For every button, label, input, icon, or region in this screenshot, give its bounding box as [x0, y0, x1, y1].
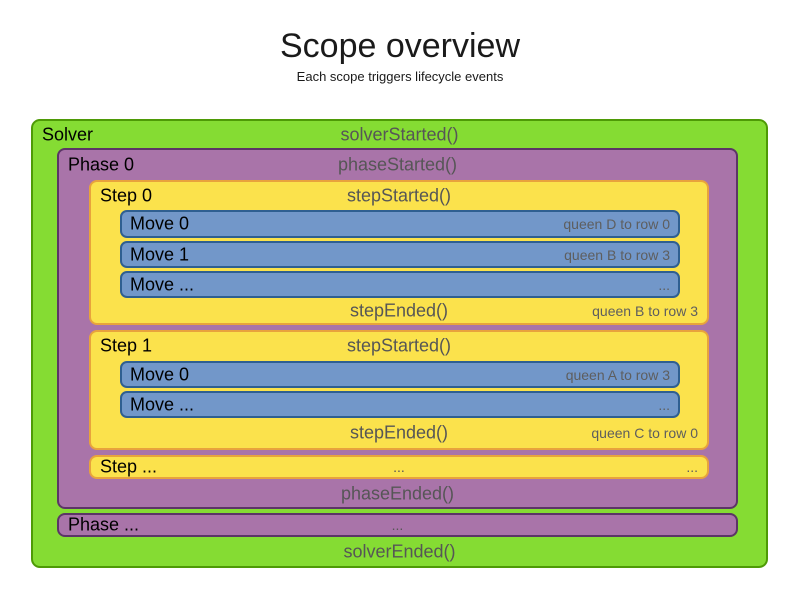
step-0-scope-box: Step 0 stepStarted() Move 0 queen D to r… [89, 180, 709, 325]
move-label: Move 0 [130, 213, 190, 234]
phase-0-footer-row: phaseEnded() [59, 480, 736, 507]
phase-0-scope-box: Phase 0 phaseStarted() Step 0 stepStarte… [57, 148, 738, 509]
step-0-header-row: Step 0 stepStarted() [91, 182, 707, 210]
step-1-header-row: Step 1 stepStarted() [91, 332, 707, 360]
solver-scope-box: Solver solverStarted() Phase 0 phaseStar… [31, 119, 768, 568]
step-0-ended-note: queen B to row 3 [592, 302, 698, 319]
solver-started-event: solverStarted() [340, 124, 459, 144]
step-ellipsis-center-dots: ... [393, 459, 405, 475]
step-0-move-1-box: Move 1 queen B to row 3 [120, 241, 680, 268]
step-1-footer-row: stepEnded() queen C to row 0 [91, 418, 707, 448]
phase-0-header-row: Phase 0 phaseStarted() [59, 150, 736, 180]
step-ellipsis-scope-box: Step ... ... ... [89, 455, 709, 479]
phase-0-ended-event: phaseEnded() [340, 483, 455, 503]
step-0-started-event: stepStarted() [346, 185, 452, 206]
move-label: Move 1 [130, 244, 190, 264]
step-0-move-0-box: Move 0 queen D to row 0 [120, 210, 680, 238]
step-1-ended-event: stepEnded() [349, 422, 449, 443]
move-note: queen D to row 0 [563, 216, 670, 232]
step-1-scope-box: Step 1 stepStarted() Move 0 queen A to r… [89, 330, 709, 450]
solver-header-row: Solver solverStarted() [33, 121, 766, 148]
move-label: Move ... [130, 274, 195, 294]
phase-ellipsis-label: Phase ... [68, 514, 140, 535]
step-1-ended-note: queen C to row 0 [591, 425, 698, 441]
step-0-move-ellipsis-box: Move ... ... [120, 271, 680, 298]
solver-footer-row: solverEnded() [33, 537, 766, 566]
step-0-label: Step 0 [100, 185, 153, 206]
step-ellipsis-row: Step ... ... ... [91, 457, 707, 477]
step-1-label: Step 1 [100, 335, 153, 356]
solver-ended-event: solverEnded() [343, 541, 456, 561]
page-subtitle: Each scope triggers lifecycle events [296, 69, 504, 84]
phase-0-started-event: phaseStarted() [337, 154, 458, 175]
step-ellipsis-label: Step ... [100, 456, 158, 477]
move-note: queen B to row 3 [564, 246, 670, 263]
move-note: queen A to row 3 [565, 366, 670, 383]
step-1-move-0-box: Move 0 queen A to row 3 [120, 361, 680, 388]
solver-label: Solver [42, 124, 94, 144]
phase-ellipsis-scope-box: Phase ... ... [57, 513, 738, 537]
step-0-ended-event: stepEnded() [349, 300, 449, 320]
step-1-started-event: stepStarted() [346, 335, 452, 356]
step-0-footer-row: stepEnded() queen B to row 3 [91, 298, 707, 323]
page-title: Scope overview [279, 27, 520, 65]
step-ellipsis-right-dots: ... [686, 459, 698, 475]
step-1-move-ellipsis-box: Move ... ... [120, 391, 680, 418]
phase-ellipsis-row: Phase ... ... [59, 515, 736, 535]
phase-0-label: Phase 0 [68, 154, 135, 175]
phase-ellipsis-center-dots: ... [391, 517, 404, 533]
move-note: ... [658, 396, 670, 413]
move-note: ... [658, 276, 670, 293]
move-label: Move 0 [130, 364, 190, 384]
move-label: Move ... [130, 394, 195, 414]
